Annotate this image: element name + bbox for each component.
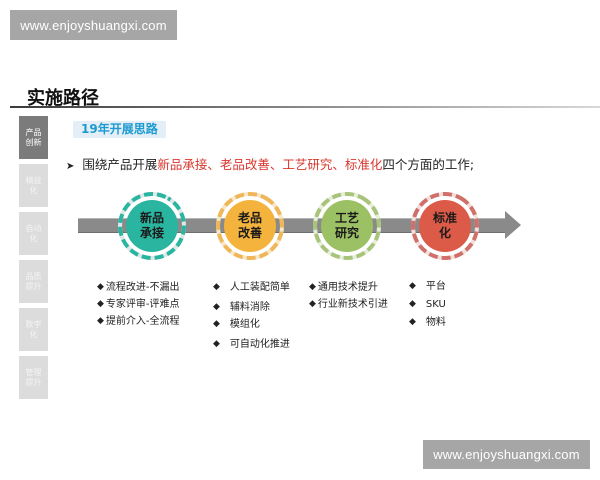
dashed-ring-icon: [118, 192, 186, 260]
sidebar-item-product-innovation[interactable]: 产品创新: [19, 116, 48, 159]
sidebar-item-lean[interactable]: 精益化: [19, 164, 48, 207]
arrow-bullet-icon: ➤: [66, 161, 75, 172]
bullet-list-standardization: ◆平台 ◆SKU ◆物料: [409, 277, 446, 331]
list-item: ◆行业新技术引进: [309, 296, 388, 313]
diamond-bullet-icon: ◆: [213, 282, 220, 292]
dashed-ring-icon: [216, 192, 284, 260]
sidebar-item-label: 自动化: [25, 223, 42, 243]
intro-line: ➤ 围绕产品开展新品承接、老品改善、工艺研究、标准化四个方面的工作;: [66, 154, 474, 173]
diamond-bullet-icon: ◆: [309, 282, 316, 292]
list-item: ◆SKU: [409, 295, 446, 313]
diamond-bullet-icon: ◆: [97, 316, 104, 326]
section-subtitle: 19年开展思路: [73, 121, 166, 138]
node-label: 老品改善: [237, 211, 262, 240]
diamond-bullet-icon: ◆: [309, 299, 316, 309]
list-item: ◆辅料消除: [213, 299, 290, 316]
dashed-ring-icon: [313, 192, 381, 260]
node-label: 标准化: [432, 211, 457, 240]
list-item: ◆平台: [409, 277, 446, 295]
node-label: 新品承接: [139, 211, 164, 240]
list-item: ◆物料: [409, 313, 446, 331]
bullet-list-old-product: ◆人工装配简单 ◆辅料消除 ◆模组化 ◆可自动化推进: [213, 279, 290, 353]
list-item: ◆通用技术提升: [309, 279, 388, 296]
sidebar-item-label: 数字化: [25, 319, 42, 339]
list-item: ◆专家评审-评难点: [97, 296, 180, 313]
timeline-arrowhead-icon: [505, 211, 521, 239]
diamond-bullet-icon: ◆: [97, 282, 104, 292]
diamond-bullet-icon: ◆: [409, 280, 416, 291]
intro-highlight: 新品承接、老品改善、工艺研究、标准化: [157, 157, 383, 172]
intro-suffix: 四个方面的工作;: [382, 157, 475, 172]
diamond-bullet-icon: ◆: [409, 316, 416, 327]
node-label: 工艺研究: [334, 211, 359, 240]
node-process-research: 工艺研究: [312, 191, 382, 261]
diamond-bullet-icon: ◆: [97, 299, 104, 309]
diamond-bullet-icon: ◆: [213, 319, 220, 329]
watermark-bottom: www.enjoyshuangxi.com: [423, 440, 590, 469]
sidebar-item-automation[interactable]: 自动化: [19, 212, 48, 255]
sidebar-item-label: 产品创新: [25, 127, 42, 147]
page-title: 实施路径: [27, 88, 99, 109]
list-item: ◆模组化: [213, 316, 290, 333]
sidebar-item-label: 管理提升: [25, 367, 42, 387]
sidebar-item-management[interactable]: 管理提升: [19, 356, 48, 399]
node-old-product: 老品改善: [215, 191, 285, 261]
sidebar-item-label: 品质提升: [25, 271, 42, 291]
list-item: ◆可自动化推进: [213, 336, 290, 353]
bullet-list-new-product: ◆流程改进-不漏出 ◆专家评审-评难点 ◆提前介入-全流程: [97, 279, 180, 330]
list-item: ◆流程改进-不漏出: [97, 279, 180, 296]
dashed-ring-icon: [411, 192, 479, 260]
watermark-top: www.enjoyshuangxi.com: [10, 10, 177, 40]
node-standardization: 标准化: [410, 191, 480, 261]
node-new-product: 新品承接: [117, 191, 187, 261]
diamond-bullet-icon: ◆: [213, 302, 220, 312]
title-divider: [10, 106, 600, 108]
diamond-bullet-icon: ◆: [213, 339, 220, 349]
sidebar-item-digital[interactable]: 数字化: [19, 308, 48, 351]
list-item: ◆提前介入-全流程: [97, 313, 180, 330]
intro-prefix: 围绕产品开展: [82, 157, 158, 172]
sidebar-item-label: 精益化: [25, 175, 42, 195]
sidebar: 产品创新 精益化 自动化 品质提升 数字化 管理提升: [19, 116, 49, 404]
sidebar-item-quality[interactable]: 品质提升: [19, 260, 48, 303]
bullet-list-process: ◆通用技术提升 ◆行业新技术引进: [309, 279, 388, 313]
diamond-bullet-icon: ◆: [409, 298, 416, 309]
list-item: ◆人工装配简单: [213, 279, 290, 296]
